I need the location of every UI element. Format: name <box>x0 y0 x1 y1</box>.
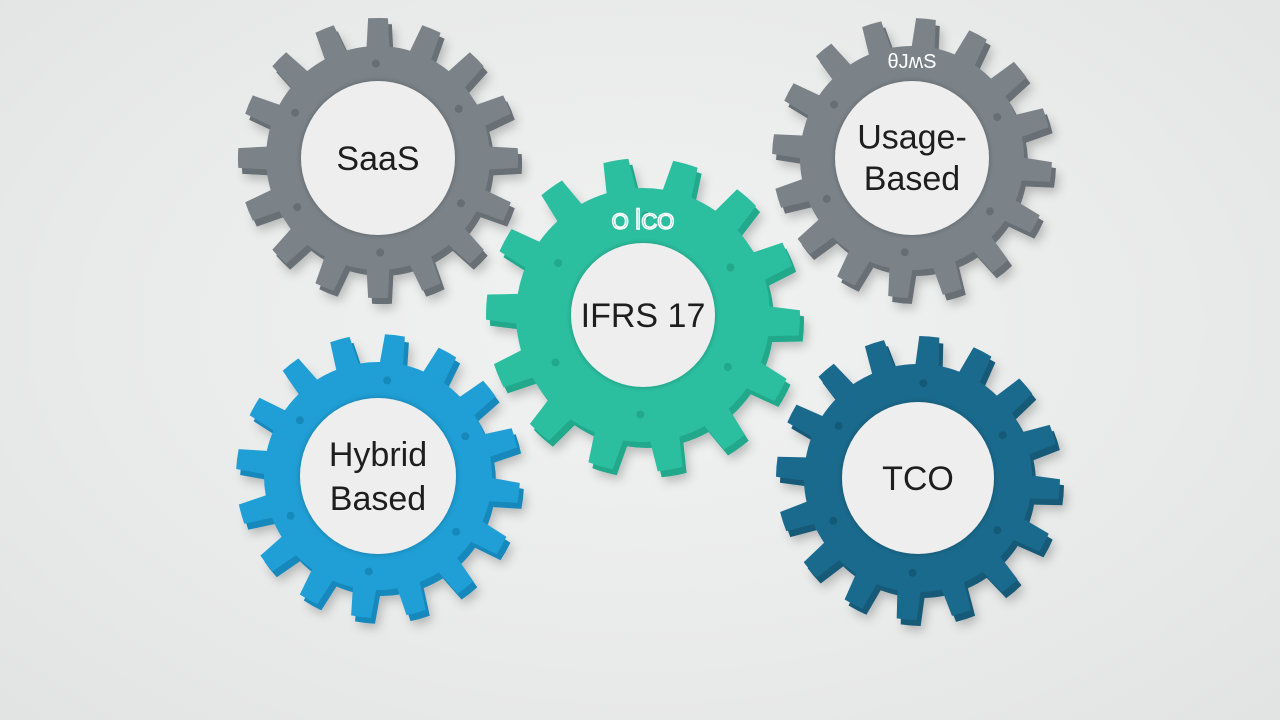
gear-usage-based-label: Usage- Based <box>857 118 967 198</box>
gear-ifrs-17-hub <box>571 243 715 387</box>
gear-usage-based-label-line: Usage- <box>857 118 967 156</box>
gear-tco-bolt <box>834 421 843 430</box>
gear-hybrid-based-label-line: Hybrid <box>329 436 427 474</box>
gear-tco-bolt <box>829 516 838 525</box>
gear-saas-bolt <box>371 59 380 68</box>
gear-tco-bolt <box>993 526 1002 535</box>
gear-usage-based-top-text: θJʍS <box>888 51 937 73</box>
gear-hybrid-based-bolts <box>286 376 470 576</box>
gear-usage-based-bolt <box>822 194 831 203</box>
gear-saas-bolts <box>291 59 465 257</box>
gear-usage-based-bolt <box>900 248 909 257</box>
gear-ifrs-17: O ꟾCO IFRS 17 <box>486 158 804 478</box>
gear-hybrid-based-bolt <box>295 416 304 425</box>
gear-ifrs-17-bolt <box>726 263 735 272</box>
gear-ifrs-17-bolts <box>551 211 735 419</box>
gear-ifrs-17-bolt <box>723 363 732 371</box>
gear-usage-based: θJʍS Usage- Based <box>772 18 1056 304</box>
gear-saas: SaaS <box>237 17 523 305</box>
gear-hybrid-based-bolt <box>286 511 295 520</box>
gear-ifrs-17-top-text: O ꟾCO <box>612 208 675 234</box>
gear-saas-label: SaaS <box>336 140 419 178</box>
gear-ifrs-17-bolt <box>554 259 563 267</box>
gear-tco: TCO <box>776 336 1064 626</box>
gear-saas-bolt <box>456 199 465 208</box>
gear-usage-based-bolt <box>830 100 838 109</box>
gear-tco-label-line: TCO <box>882 460 954 498</box>
gear-ifrs-17-bolt <box>641 211 650 220</box>
gear-usage-based-bolt <box>915 59 924 68</box>
gear-saas-bolt <box>293 203 302 212</box>
gear-hybrid-based-label-line: Based <box>330 480 426 518</box>
gear-hybrid-based-bolt <box>383 376 392 385</box>
gear-ifrs-17-bolt <box>551 358 560 367</box>
gear-usage-based-label-line: Based <box>864 160 960 198</box>
gear-saas-hub <box>301 81 455 235</box>
gear-hybrid-based-bolt <box>452 527 461 536</box>
gear-saas-label-line: SaaS <box>336 140 419 178</box>
gear-tco-bolts <box>829 379 1007 577</box>
gear-saas-bolt <box>454 104 463 113</box>
gear-ifrs-17-label: IFRS 17 <box>581 297 706 335</box>
gear-tco-bolt <box>998 431 1007 440</box>
gear-tco-bolt <box>919 379 928 388</box>
gear-usage-based-bolt <box>986 207 994 216</box>
gear-hybrid-based-bolt <box>461 432 470 441</box>
gear-hybrid-based-bolt <box>364 567 373 576</box>
gear-saas-bolt <box>291 108 300 117</box>
gear-ifrs-17-label-line: IFRS 17 <box>581 297 706 335</box>
gear-ifrs-17-bolt <box>636 410 645 419</box>
gear-saas-bolt <box>376 248 385 257</box>
gear-tco-label: TCO <box>882 460 954 498</box>
gear-usage-based-bolt <box>993 113 1002 122</box>
gear-tco-bolt <box>908 568 917 577</box>
gear-usage-based-hub <box>835 81 989 235</box>
gear-hybrid-based-hub <box>300 398 456 554</box>
gear-tco-hub <box>842 402 994 554</box>
gear-usage-based-bolts <box>822 59 1002 257</box>
